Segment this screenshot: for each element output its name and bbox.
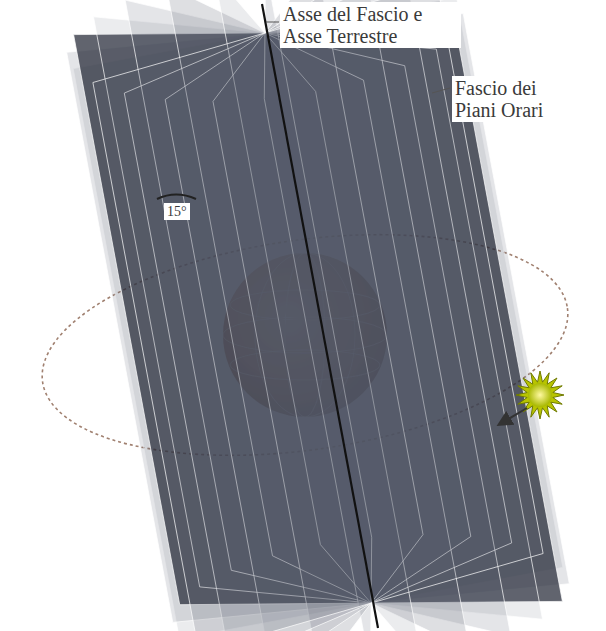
sun-symbol	[516, 371, 564, 419]
angle-arc	[157, 195, 196, 200]
sun-arrow	[500, 408, 527, 424]
earth-axis	[262, 4, 378, 628]
angle-label: 15°	[164, 203, 190, 220]
callout-label: Fascio dei Piani Orari	[452, 76, 573, 122]
callout-label: Asse del Fascio e Asse Terrestre	[280, 2, 461, 48]
